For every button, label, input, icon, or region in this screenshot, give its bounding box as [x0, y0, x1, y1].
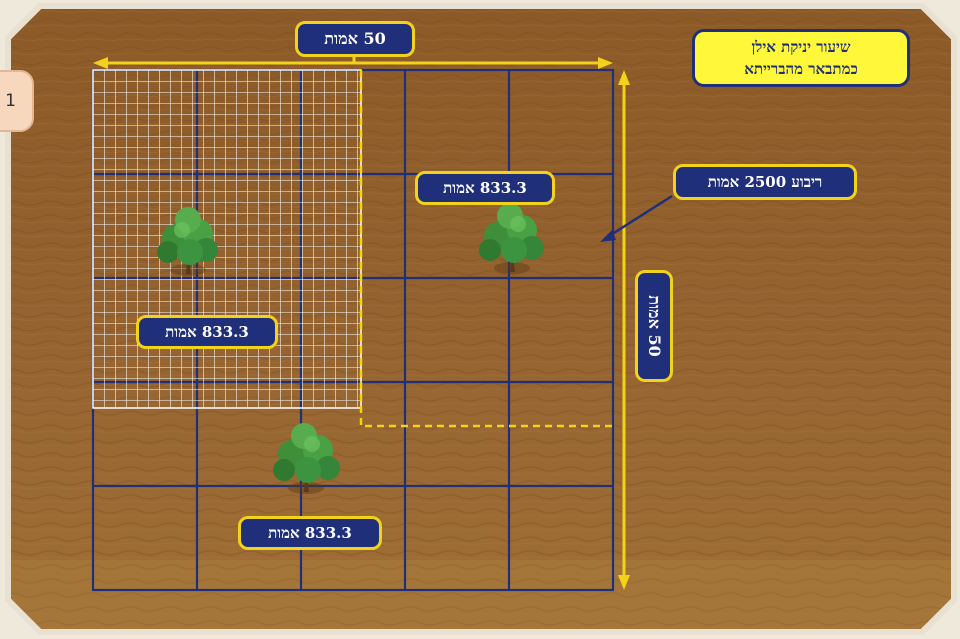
page-number: 1	[5, 91, 16, 111]
region-label-top-left: 833.3 אמות	[136, 315, 278, 349]
pointer-arrow	[600, 194, 673, 242]
title-line-2: כמתבאר מהברייתא	[744, 60, 858, 78]
top-width-label: 50 אמות	[295, 21, 415, 57]
tree-icon	[479, 203, 544, 274]
square-area-label: ריבוע 2500 אמות	[673, 164, 857, 200]
title-line-1: שיעור יניקת אילן	[751, 38, 851, 56]
frame-border	[5, 3, 957, 635]
title-box: שיעור יניקת אילן כמתבאר מהברייתא	[692, 29, 910, 87]
side-dimension-arrow	[618, 70, 630, 590]
tree-icon	[157, 207, 218, 276]
tree-icon	[273, 423, 340, 494]
side-height-label: 50 אמות	[635, 270, 673, 382]
page-number-tab[interactable]: 1	[0, 70, 34, 132]
fine-grid-region	[92, 69, 362, 409]
region-label-top-right: 833.3 אמות	[415, 171, 555, 205]
region-label-bottom: 833.3 אמות	[238, 516, 382, 550]
